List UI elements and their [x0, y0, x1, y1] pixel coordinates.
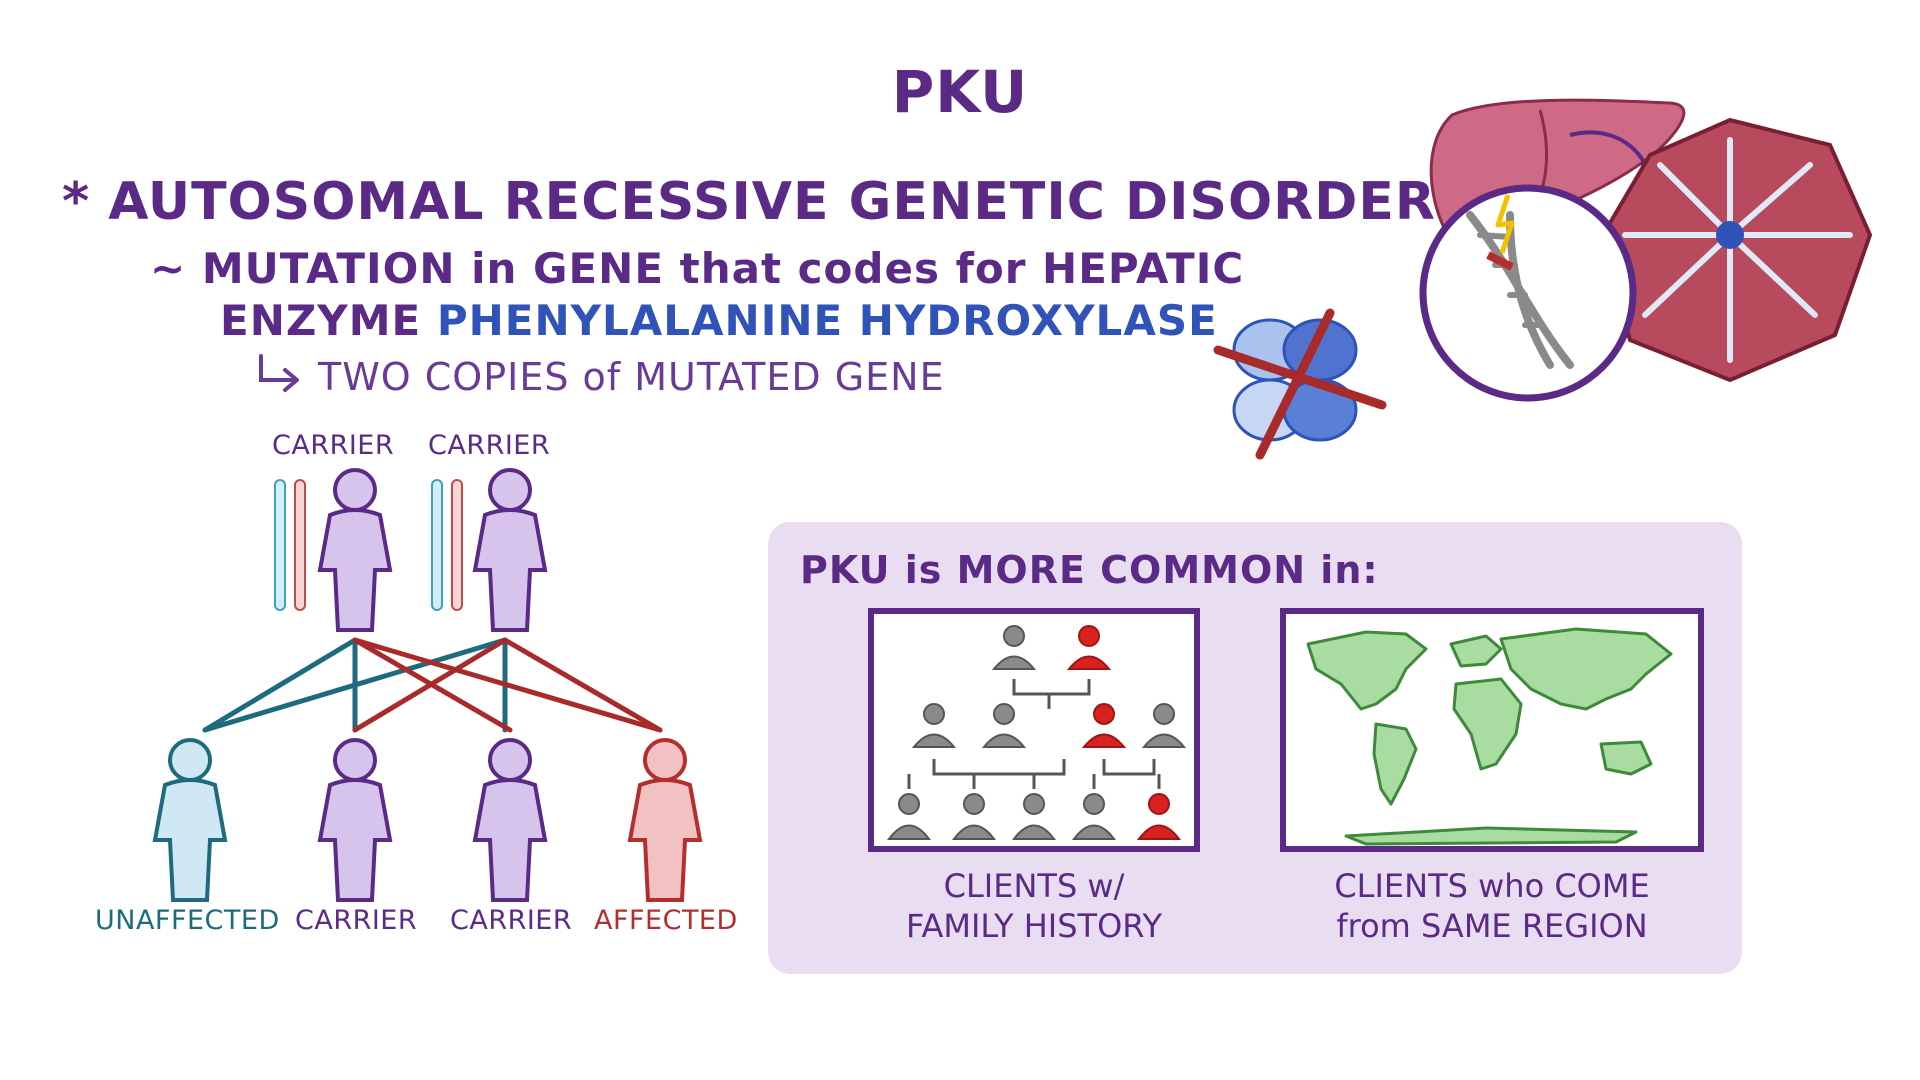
panel-heading: PKU is MORE COMMON in:	[800, 548, 1379, 592]
parent-label: CARRIER	[272, 430, 395, 461]
child-label: UNAFFECTED	[95, 905, 280, 936]
arrow-icon	[259, 354, 299, 392]
caption-line: CLIENTS who COME	[1334, 867, 1650, 905]
family-history-box	[868, 608, 1200, 852]
carrier-parent-head	[488, 468, 532, 512]
disorder-type-text: AUTOSOMAL RECESSIVE GENETIC DISORDER	[108, 172, 1436, 232]
enzyme-name: PHENYLALANINE HYDROXYLASE	[436, 296, 1218, 345]
mutation-text: ~ MUTATION in GENE that codes for HEPATI…	[150, 244, 1245, 293]
same-region-caption: CLIENTS who COME from SAME REGION	[1280, 866, 1704, 946]
enzyme-prefix: ENZYME	[220, 296, 437, 345]
affected-child	[627, 778, 703, 902]
chromosome-pair	[274, 479, 463, 611]
caption-line: from SAME REGION	[1336, 907, 1648, 945]
family-tree-icon	[887, 625, 1187, 840]
carrier-parent-head	[333, 468, 377, 512]
child-label: CARRIER	[450, 905, 573, 936]
inheritance-pedigree	[152, 468, 703, 902]
main-bullet: * AUTOSOMAL RECESSIVE GENETIC DISORDER	[62, 172, 1436, 232]
enzyme-line: ENZYME PHENYLALANINE HYDROXYLASE	[220, 296, 1218, 345]
carrier-child	[317, 778, 393, 902]
child-label: AFFECTED	[594, 905, 738, 936]
child-label: CARRIER	[295, 905, 418, 936]
parent-label: CARRIER	[428, 430, 551, 461]
same-region-box	[1280, 608, 1704, 852]
carrier-child	[472, 778, 548, 902]
asterisk-icon: *	[62, 172, 91, 232]
two-copies-text: TWO COPIES of MUTATED GENE	[318, 355, 945, 399]
page-title: PKU	[891, 58, 1029, 126]
unaffected-child	[152, 778, 228, 902]
carrier-parent-body	[317, 508, 393, 632]
enzyme-blocked-icon	[1213, 308, 1387, 460]
caption-line: CLIENTS w/	[943, 867, 1125, 905]
world-map-icon	[1306, 627, 1673, 846]
family-history-caption: CLIENTS w/ FAMILY HISTORY	[868, 866, 1200, 946]
caption-line: FAMILY HISTORY	[906, 907, 1162, 945]
carrier-parent-body	[472, 508, 548, 632]
liver-illustration	[1419, 98, 1873, 402]
